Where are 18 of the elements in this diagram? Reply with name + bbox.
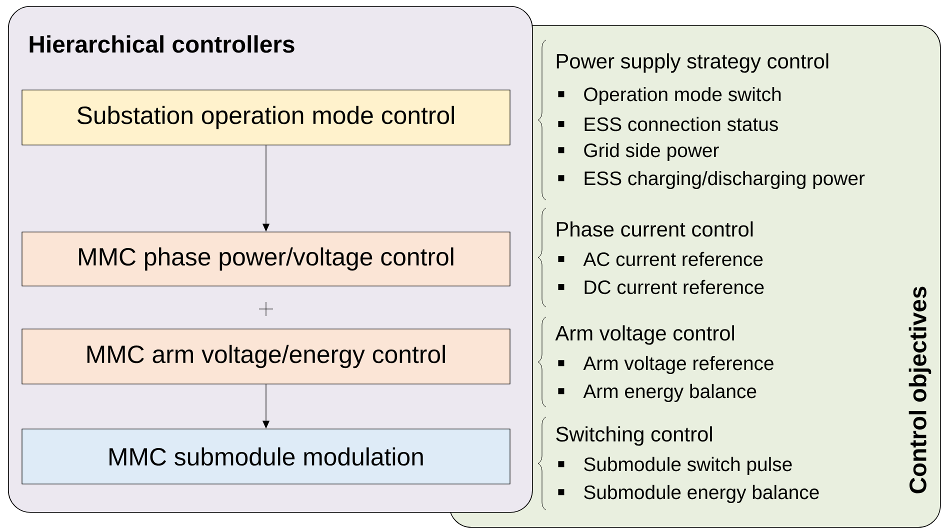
bullet-item: ESS charging/discharging power xyxy=(558,170,865,190)
bullet-item: Grid side power xyxy=(558,142,719,162)
process-box: MMC arm voltage/energy control xyxy=(22,328,510,384)
bullet-item: DC current reference xyxy=(558,280,764,294)
heading-text: Arm voltage control xyxy=(555,325,734,345)
bullet-item: Submodule switch pulse xyxy=(558,456,792,476)
process-box: MMC phase power/voltage control xyxy=(22,232,510,286)
bullet-item: Operation mode switch xyxy=(558,86,781,106)
bullet-item: ESS connection status xyxy=(558,116,778,132)
process-box: MMC submodule modulation xyxy=(22,428,510,484)
bullet-item: Submodule energy balance xyxy=(558,484,819,504)
process-box: Substation operation mode control xyxy=(22,90,510,146)
heading-text: Phase current control xyxy=(556,221,753,237)
heading-text: Power supply strategy control xyxy=(556,53,828,73)
heading-text: Switching control xyxy=(556,426,712,446)
bullet-item: Arm energy balance xyxy=(558,384,756,402)
bullet-item: Arm voltage reference xyxy=(558,356,774,374)
bullet-item: AC current reference xyxy=(558,252,763,266)
